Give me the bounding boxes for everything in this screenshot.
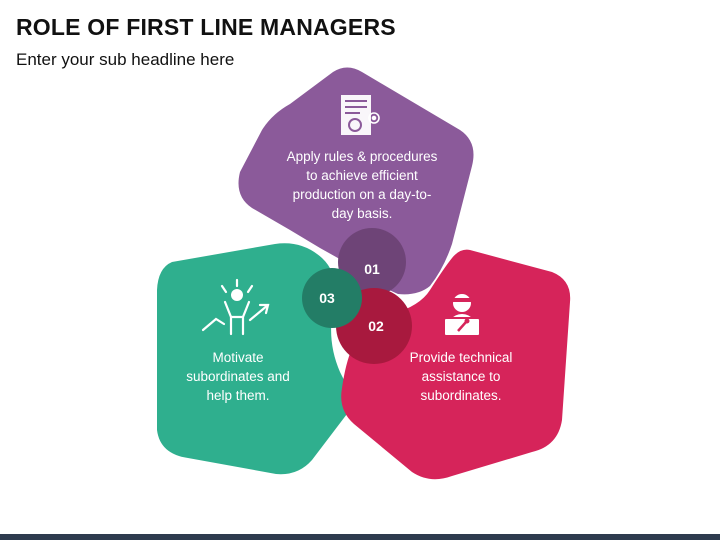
card-01-text: Apply rules & procedures to achieve effi… [286,149,438,221]
badge-03-number: 03 [319,290,335,306]
page-subtitle: Enter your sub headline here [16,50,235,69]
card-02-text: Provide technical assistance to subordin… [409,350,513,403]
card-03-text: Motivate subordinates and help them. [186,350,290,403]
page-title: ROLE OF FIRST LINE MANAGERS [16,14,396,40]
card-01-shape [238,67,474,295]
bottom-bar [0,534,720,540]
badge-03-circle [302,268,362,328]
card-02-shape [341,249,571,480]
technician-laptop-icon [443,294,481,337]
growth-person-icon [201,278,270,336]
badge-02-number: 02 [368,318,384,334]
document-gear-icon [341,95,380,135]
badge-01-number: 01 [364,261,380,277]
